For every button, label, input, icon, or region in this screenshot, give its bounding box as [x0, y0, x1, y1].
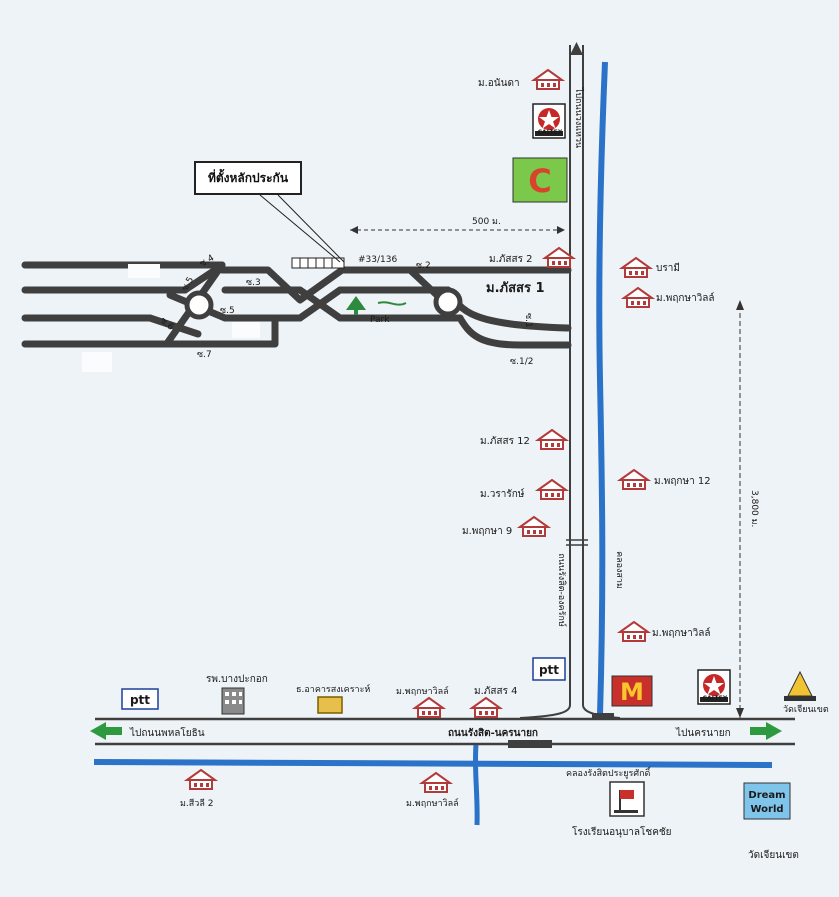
- house-icon: [537, 479, 567, 500]
- svg-text:ซ.1: ซ.1: [523, 313, 533, 328]
- redaction-patch: [82, 352, 112, 372]
- svg-text:บรามี: บรามี: [656, 262, 680, 274]
- house-icon: [537, 429, 567, 450]
- svg-text:World: World: [750, 804, 783, 815]
- svg-text:C: C: [528, 162, 551, 200]
- arrow-left-icon: [90, 722, 122, 740]
- svg-text:คลองสาม: คลองสาม: [614, 551, 624, 589]
- svg-text:ไปถนนพหลโยธิน: ไปถนนพหลโยธิน: [129, 726, 205, 739]
- svg-text:CALTEX: CALTEX: [703, 695, 728, 702]
- svg-text:CALTEX: CALTEX: [538, 129, 563, 136]
- svg-text:ถนนรังสิต-องครักษ์: ถนนรังสิต-องครักษ์: [556, 553, 568, 627]
- svg-text:ptt: ptt: [130, 693, 150, 707]
- north-arrow: [570, 42, 583, 55]
- house-icon: [619, 469, 649, 490]
- house-icon: [471, 697, 501, 718]
- soi-network: [21, 261, 572, 349]
- house-icon: [414, 697, 444, 718]
- dream-world-icon: [743, 782, 791, 820]
- svg-text:ซ.3: ซ.3: [246, 278, 261, 288]
- park-tree-icon: [346, 296, 366, 310]
- svg-text:ม.พฤกษาวิลล์: ม.พฤกษาวิลล์: [652, 627, 711, 639]
- svg-text:ม.ภัสสร 2: ม.ภัสสร 2: [489, 254, 532, 265]
- mcdonalds-icon: [611, 675, 653, 707]
- temple-icon: [787, 670, 813, 697]
- svg-text:ไปนครนายก: ไปนครนายก: [675, 727, 731, 739]
- house-icon: [533, 69, 563, 90]
- svg-text:ม.พฤกษาวิลล์: ม.พฤกษาวิลล์: [656, 292, 715, 304]
- svg-text:วัดเจียนเขต: วัดเจียนเขต: [783, 704, 829, 715]
- ptt-icon: [532, 657, 566, 681]
- bank-icon: [317, 696, 343, 714]
- canal-horizontal: [93, 759, 773, 768]
- svg-text:ซ.2: ซ.2: [416, 261, 431, 271]
- collateral-location-callout: ที่ตั้งหลักประกัน: [194, 161, 302, 195]
- redaction-patch: [232, 322, 260, 338]
- svg-text:ม.ภัสสร 4: ม.ภัสสร 4: [474, 686, 517, 697]
- big-c-icon: [512, 157, 568, 203]
- svg-text:วัดเจียนเขต: วัดเจียนเขต: [748, 849, 799, 861]
- svg-text:ptt: ptt: [539, 663, 559, 677]
- svg-text:รพ.บางปะกอก: รพ.บางปะกอก: [206, 674, 268, 685]
- svg-text:500 ม.: 500 ม.: [472, 217, 501, 227]
- svg-text:ม.พฤกษา 12: ม.พฤกษา 12: [654, 476, 711, 487]
- svg-text:ธ.อาคารสงเคราะห์: ธ.อาคารสงเคราะห์: [296, 683, 370, 695]
- svg-text:ซ.7: ซ.7: [197, 350, 212, 360]
- house-icon: [621, 257, 651, 278]
- svg-text:M: M: [620, 678, 644, 706]
- house-icon: [519, 516, 549, 537]
- svg-text:ม.สีวลี 2: ม.สีวลี 2: [180, 798, 213, 809]
- svg-text:ม.พฤกษาวิลล์: ม.พฤกษาวิลล์: [396, 685, 449, 697]
- svg-text:ซ.5: ซ.5: [220, 306, 235, 316]
- redaction-patch: [128, 264, 160, 278]
- svg-text:ซ.5: ซ.5: [180, 275, 196, 293]
- property-lots: [291, 257, 345, 269]
- svg-text:#33/136: #33/136: [358, 255, 397, 265]
- house-icon: [421, 772, 451, 793]
- svg-text:ม.ภัสสร 12: ม.ภัสสร 12: [480, 436, 530, 447]
- svg-text:คลองรังสิตประยูรศักดิ์: คลองรังสิตประยูรศักดิ์: [566, 766, 652, 779]
- arrow-right-icon: [750, 722, 782, 740]
- house-icon: [619, 621, 649, 642]
- house-icon: [623, 287, 653, 308]
- roundabout-left: [184, 290, 214, 320]
- svg-text:ไปถนนวงแหวน: ไปถนนวงแหวน: [573, 87, 584, 148]
- roundabout-right: [433, 287, 463, 317]
- svg-text:3,800 ม.: 3,800 ม.: [749, 490, 759, 527]
- house-icon: [186, 769, 216, 790]
- svg-text:Dream: Dream: [748, 790, 785, 801]
- svg-text:ม.ภัสสร 1: ม.ภัสสร 1: [486, 281, 545, 296]
- canal-vertical: [596, 61, 608, 716]
- ptt-icon: [121, 688, 159, 710]
- svg-text:ม.พฤกษาวิลล์: ม.พฤกษาวิลล์: [406, 797, 459, 809]
- svg-text:ซ.1/2: ซ.1/2: [510, 357, 533, 367]
- svg-text:ม.วรารักษ์: ม.วรารักษ์: [480, 488, 525, 500]
- svg-text:Park: Park: [370, 315, 390, 325]
- house-icon: [544, 247, 574, 268]
- canal-branch: [472, 744, 480, 826]
- svg-text:ถนนรังสิต-นครนายก: ถนนรังสิต-นครนายก: [448, 727, 538, 739]
- svg-text:ม.อนันดา: ม.อนันดา: [478, 78, 520, 89]
- svg-text:ม.พฤกษา 9: ม.พฤกษา 9: [462, 526, 512, 537]
- svg-text:โรงเรียนอนุบาลโชคชัย: โรงเรียนอนุบาลโชคชัย: [572, 825, 672, 838]
